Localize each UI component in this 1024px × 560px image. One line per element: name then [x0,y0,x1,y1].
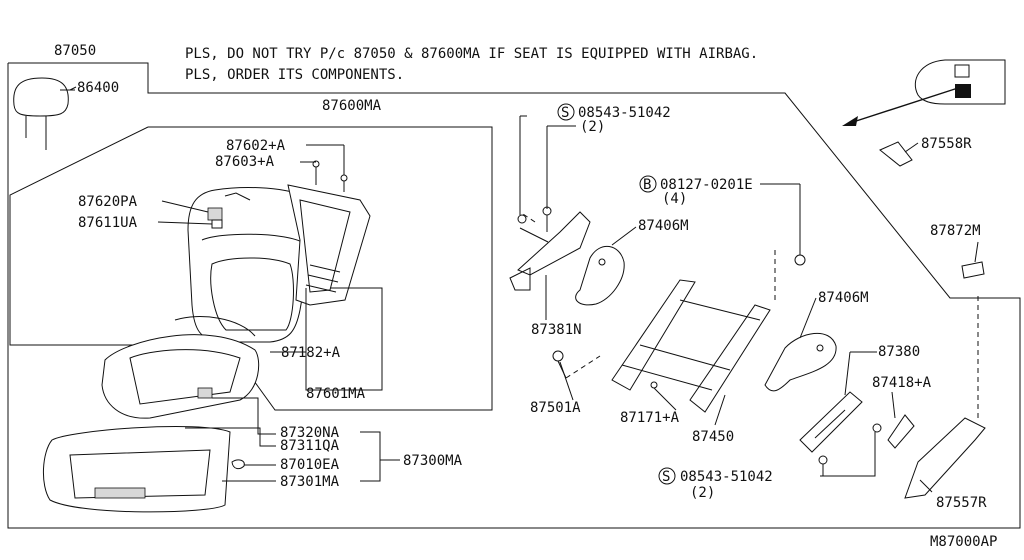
label-87380: 87380 [878,344,920,360]
pad-part [961,261,985,279]
bolt-2-code: 08127-0201E [660,177,753,193]
label-87872m: 87872M [930,223,981,239]
headrest-part [13,77,75,150]
label-87311qa: 87311QA [280,438,340,454]
bolt-1-qty: (2) [580,119,605,135]
outer-assembly-boundary [7,62,1021,529]
label-87600ma: 87600MA [322,98,382,114]
diagram-code: M87000AP [930,534,997,550]
label-87320na: 87320NA [280,425,340,441]
label-87611ua: 87611UA [78,215,138,231]
label-87620pa: 87620PA [78,194,138,210]
note-line-1: PLS, DO NOT TRY P/c 87050 & 87600MA IF S… [185,46,758,62]
label-87501a: 87501A [530,400,581,416]
seat-cushion-part [101,316,260,419]
label-87050: 87050 [54,43,96,59]
label-87010ea: 87010EA [280,457,340,473]
end-cap-part [904,296,986,499]
label-87182a: 87182+A [281,345,341,361]
seat-side-frame-part [509,115,591,291]
label-87557r: 87557R [936,495,987,511]
label-87601ma: 87601MA [306,386,366,402]
bolt-symbol-s-2 [658,467,676,485]
bolt-1-code: 08543-51042 [578,105,671,121]
bolt-3-symbol: S [662,469,670,485]
label-87406m-b: 87406M [818,290,869,306]
bolt-symbol-s-1 [557,103,575,121]
label-87301ma: 87301MA [280,474,340,490]
clip-part [879,141,913,167]
bolt-b-part [794,254,806,266]
label-87450: 87450 [692,429,734,445]
label-87602a: 87602+A [226,138,286,154]
cushion-frame-part [42,426,245,513]
note-line-2: PLS, ORDER ITS COMPONENTS. [185,67,404,83]
label-87406m-a: 87406M [638,218,689,234]
bolt-3-qty: (2) [690,485,715,501]
seat-back-part [187,187,317,343]
bolt-symbol-b [639,175,657,193]
bolt-part [552,350,601,379]
seat-back-frame-part [287,160,371,306]
label-87171a: 87171+A [620,410,680,426]
label-87418a: 87418+A [872,375,932,391]
label-87558r: 87558R [921,136,972,152]
vehicle-locator-icon [842,59,1006,126]
leader-lines [69,86,979,493]
label-86400: 86400 [77,80,119,96]
bolt-2-qty: (4) [662,191,687,207]
seat-track-part [611,250,776,413]
bolt-1-symbol: S [561,105,569,121]
recliner-knob-part [799,391,882,465]
label-87300ma: 87300MA [403,453,463,469]
label-87603a: 87603+A [215,154,275,170]
trim-cover-right-part [764,332,837,392]
bolt-3-code: 08543-51042 [680,469,773,485]
trim-cover-left-part [575,246,625,306]
bolt-2-symbol: B [643,177,651,193]
label-87381n: 87381N [531,322,582,338]
release-lever-part [887,414,915,449]
